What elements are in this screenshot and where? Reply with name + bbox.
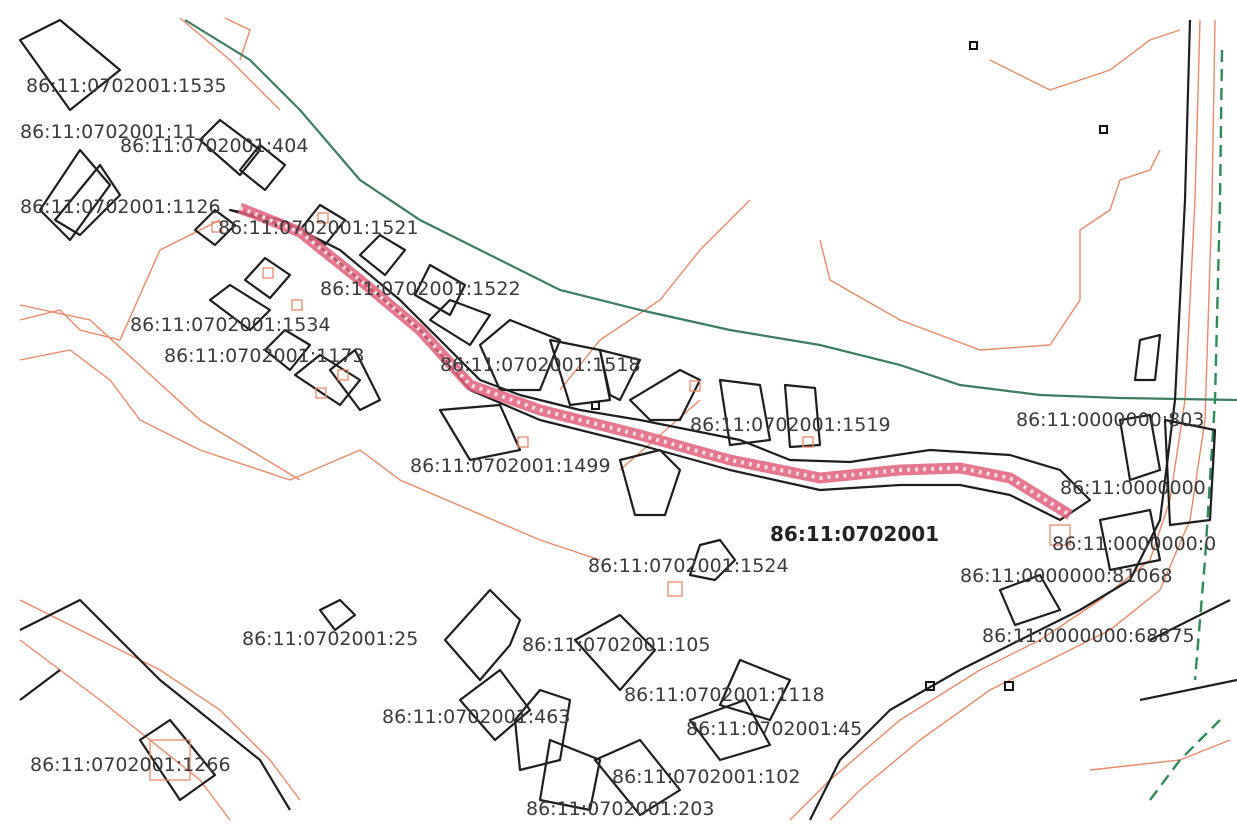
parcel-label: 86:11:0702001:1522 — [320, 278, 521, 300]
forest-boundary — [184, 19, 1237, 801]
parcel-label: 86:11:0702001:1519 — [690, 414, 891, 436]
parcel-label: 86:11:0702001:1266 — [30, 754, 231, 776]
parcel-label: 86:11:0000000:803 — [1016, 409, 1205, 431]
parcel-label: 86:11:0702001:1499 — [410, 455, 611, 477]
parcel-label: 86:11:0702001:1534 — [130, 314, 331, 336]
parcel-label: 86:11:0702001:102 — [612, 766, 801, 788]
parcel-label: 86:11:0702001:25 — [242, 628, 419, 650]
parcel-label: 86:11:0702001:203 — [526, 798, 715, 820]
parcel-label: 86:11:0702001:1524 — [588, 555, 789, 577]
parcel-label: 86:11:0702001:1126 — [20, 196, 221, 218]
parcel-label: 86:11:0702001:1521 — [218, 217, 419, 239]
parcel-label: 86:11:0000000 — [1060, 477, 1206, 499]
parcel-label: 86:11:0702001:1535 — [26, 75, 227, 97]
parcel-label: 86:11:0000000:68875 — [982, 625, 1195, 647]
parcel-boundaries — [18, 18, 1237, 821]
parcel-label: 86:11:0702001:45 — [686, 718, 863, 740]
parcel-label: 86:11:0702001:105 — [522, 634, 711, 656]
parcel-label: 86:11:0000000:0 — [1052, 533, 1217, 555]
parcel-label: 86:11:0702001:1118 — [624, 684, 825, 706]
parcel-label: 86:11:0702001:1173 — [164, 345, 365, 367]
parcel-label: 86:11:0702001:404 — [120, 135, 309, 157]
parcel-label: 86:11:0702001:1518 — [440, 354, 641, 376]
building-markers — [149, 41, 1108, 781]
quarter-label: 86:11:0702001 — [770, 522, 940, 546]
parcel-label: 86:11:0000000:81068 — [960, 565, 1173, 587]
highlighted-road — [237, 202, 1073, 520]
parcel-label: 86:11:0702001:463 — [382, 706, 571, 728]
parcel-label: 86:11:0702001:11 — [20, 121, 197, 143]
